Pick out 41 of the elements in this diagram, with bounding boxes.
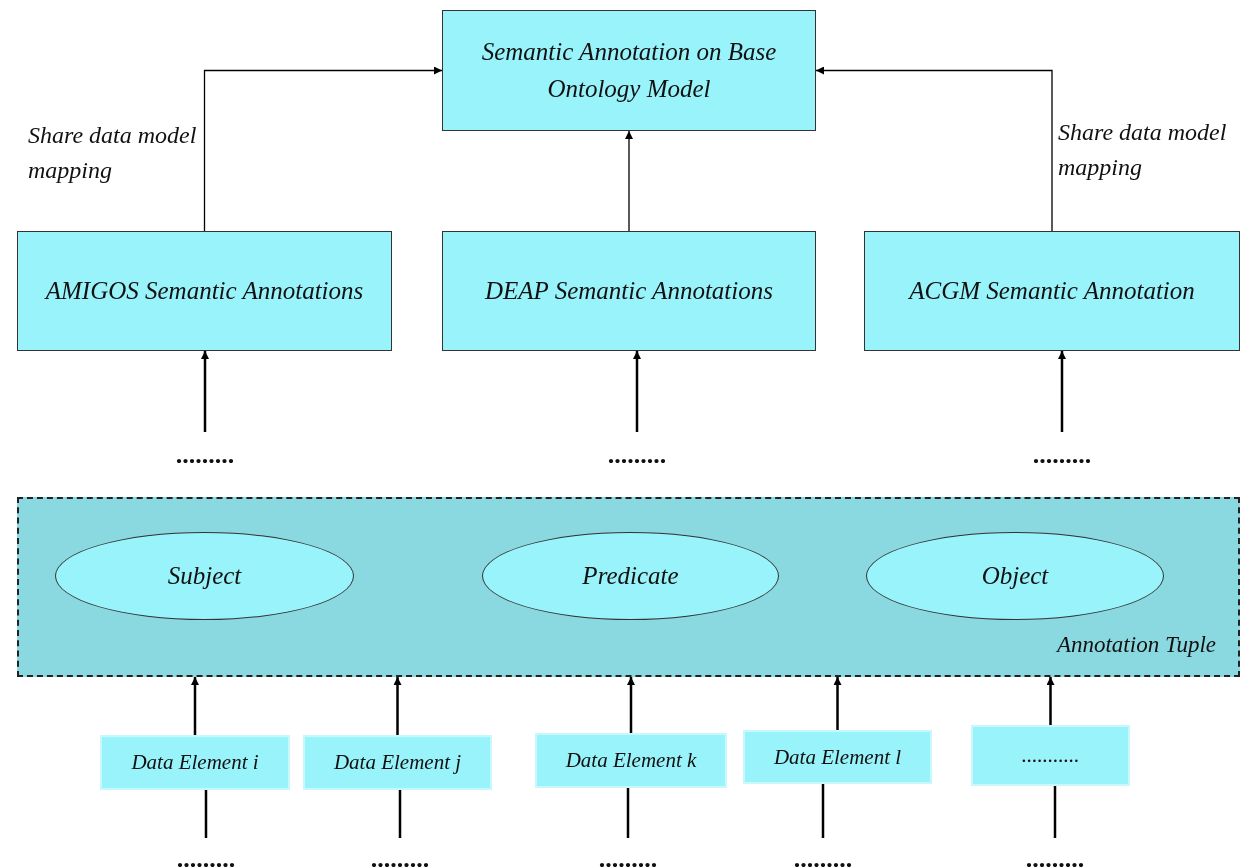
arrow bbox=[1058, 351, 1066, 432]
node-label: Subject bbox=[166, 560, 243, 591]
node-label: AMIGOS Semantic Annotations bbox=[43, 275, 365, 306]
data-box bbox=[102, 737, 288, 788]
arrow bbox=[203, 66, 443, 232]
connector-line bbox=[204, 788, 208, 838]
node-label: Predicate bbox=[581, 560, 680, 591]
group-label: Annotation Tuple bbox=[1056, 630, 1216, 659]
arrow bbox=[625, 130, 633, 232]
node-label: Data Element l bbox=[772, 743, 903, 771]
node-label: ........... bbox=[1020, 742, 1081, 770]
node-label: Object bbox=[980, 560, 1050, 591]
connector-line bbox=[1053, 784, 1057, 838]
arrow bbox=[1046, 677, 1055, 727]
process-box bbox=[17, 231, 392, 351]
arrow bbox=[191, 677, 199, 737]
process-box bbox=[864, 231, 1240, 351]
dashed-group-band bbox=[17, 497, 1240, 677]
node-label: Data Element i bbox=[130, 749, 260, 777]
connector-line bbox=[398, 788, 402, 838]
arrow bbox=[833, 677, 842, 732]
arrow bbox=[633, 351, 641, 432]
edge-label: Share data model mapping bbox=[1058, 118, 1228, 182]
process-box bbox=[442, 10, 816, 131]
node-label: Data Element k bbox=[564, 747, 698, 775]
arrow bbox=[627, 677, 635, 735]
node-label: ACGM Semantic Annotation bbox=[907, 275, 1196, 306]
data-box bbox=[745, 732, 930, 782]
data-box bbox=[305, 737, 490, 788]
data-box bbox=[973, 727, 1128, 784]
node-label: Data Element j bbox=[332, 749, 463, 777]
connector-line bbox=[821, 782, 825, 838]
data-box bbox=[537, 735, 725, 786]
edge-label: Share data model mapping bbox=[28, 121, 198, 185]
node-label: DEAP Semantic Annotations bbox=[483, 275, 774, 306]
arrow bbox=[201, 351, 209, 432]
connector-line bbox=[626, 786, 630, 838]
process-box bbox=[442, 231, 816, 351]
arrow bbox=[393, 677, 402, 737]
node-label: Semantic Annotation on Base Ontology Model bbox=[480, 37, 778, 104]
arrow bbox=[815, 66, 1053, 232]
